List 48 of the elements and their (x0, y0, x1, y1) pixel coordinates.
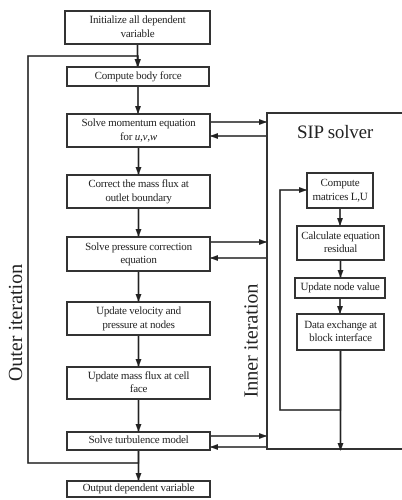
arrow (337, 209, 343, 226)
process-box (306, 172, 374, 209)
process-box (66, 366, 211, 400)
iteration-label: Inner iteration (240, 283, 264, 397)
arrow (27, 55, 141, 464)
box-label: Correct the mass flux at outlet boundary (87, 178, 190, 205)
arrow (210, 255, 266, 261)
arrow (211, 433, 267, 439)
box-label: Update velocity and pressure at nodes (95, 305, 182, 332)
process-box (296, 313, 385, 351)
arrow (134, 45, 140, 67)
arrow (136, 148, 142, 175)
process-box (294, 277, 386, 299)
box-label: Calculate equation residual (300, 230, 381, 256)
process-box (66, 113, 211, 148)
arrow (136, 400, 142, 432)
panel-title: SIP solver (296, 122, 374, 145)
process-box (66, 174, 211, 209)
iteration-label: Outer iteration (4, 263, 28, 381)
box-label: Compute matrices L,U (311, 177, 369, 204)
arrow (211, 119, 267, 125)
process-box (66, 236, 211, 272)
arrow (136, 272, 142, 302)
arrow (136, 209, 142, 237)
arrow (279, 187, 342, 411)
solver-panel (266, 112, 402, 450)
box-label: Solve turbulence model (87, 434, 190, 448)
box-label: Solve pressure correction equation (84, 240, 193, 268)
box-label: Solve momentum equation for u,v,w (80, 117, 196, 144)
box-label: Initialize all dependent variable (88, 14, 187, 41)
process-box (66, 480, 211, 498)
box-label: Output dependent variable (82, 482, 196, 496)
arrow (136, 336, 142, 367)
process-box (66, 301, 211, 336)
arrow (337, 299, 343, 314)
box-label: Data exchange at block interface (303, 318, 378, 346)
process-box (66, 66, 210, 87)
arrow (210, 133, 266, 139)
arrow (135, 87, 141, 114)
process-box (64, 10, 211, 45)
box-label: Compute body force (94, 70, 182, 84)
box-label: Update node value (299, 281, 381, 295)
arrow (338, 351, 344, 451)
arrow (211, 239, 267, 245)
process-box (66, 431, 211, 451)
box-label: Update mass flux at cell face (86, 370, 190, 396)
arrow (210, 444, 266, 450)
arrow (338, 261, 344, 278)
